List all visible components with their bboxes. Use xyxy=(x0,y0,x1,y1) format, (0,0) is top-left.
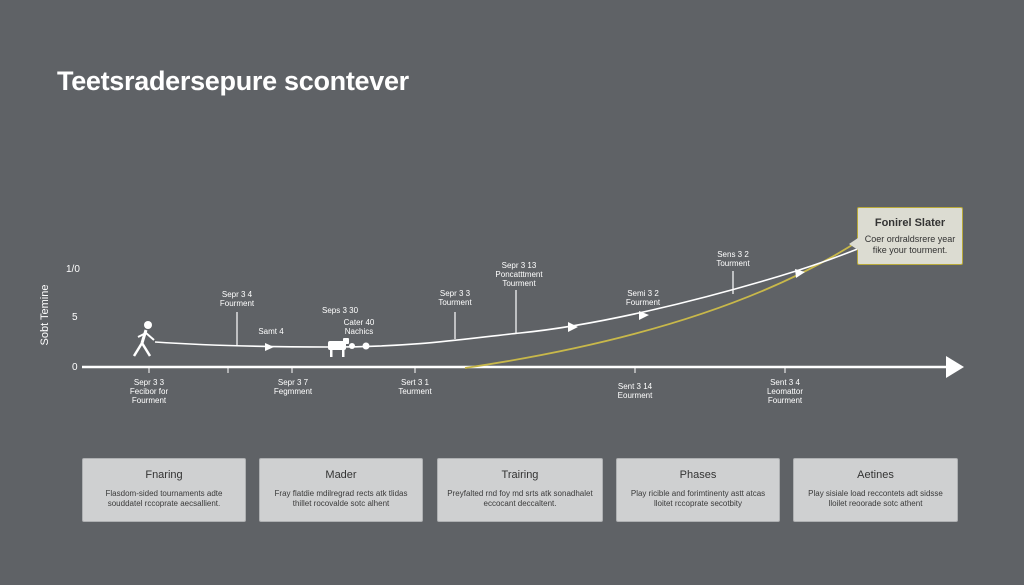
page-title: Teetsradersepure scontever xyxy=(57,66,409,96)
upper-label: Seps 3 30 xyxy=(322,306,359,315)
timeline-diagram: Sobt Temine 1/0 5 0 xyxy=(39,239,964,405)
y-tick-top: 1/0 xyxy=(66,264,80,275)
path-arrow-icon xyxy=(639,311,649,320)
y-axis-label: Sobt Temine xyxy=(39,285,51,346)
card-body: Play ricible and forimtinenty astt atcas… xyxy=(630,489,766,508)
accent-curve xyxy=(464,239,861,369)
path-arrow-icon xyxy=(795,269,805,278)
path-arrow-icon xyxy=(568,322,578,332)
card-title: Phases xyxy=(679,469,717,481)
y-tick-bottom: 0 xyxy=(72,362,78,373)
callout-body: Coer ordraldsrere year fike your tourmen… xyxy=(864,234,956,255)
card-title: Mader xyxy=(325,469,357,481)
upper-label: Samt 4 xyxy=(258,327,284,336)
card-body: Fray flatdie mdilregrad rects atk tlidas… xyxy=(274,489,408,508)
card-aetines: Aetines Play sisiale load reccontets adt… xyxy=(793,458,958,522)
upper-connectors xyxy=(236,271,734,345)
path-node xyxy=(362,342,370,350)
dog-icon xyxy=(328,338,349,357)
callout-box: Fonirel Slater Coer ordraldsrere year fi… xyxy=(849,207,963,265)
card-title: Trairing xyxy=(501,469,539,481)
card-title: Aetines xyxy=(857,469,894,481)
card-mader: Mader Fray flatdie mdilregrad rects atk … xyxy=(259,458,423,522)
runner-icon xyxy=(132,321,155,357)
card-phases: Phases Play ricible and forimtinenty ast… xyxy=(616,458,780,522)
base-axis-arrow-icon xyxy=(946,356,964,378)
card-body: Flasdom-sided tournaments adte souddatel… xyxy=(105,489,223,508)
path-arrow-icon xyxy=(265,343,274,351)
axis-ticks xyxy=(148,367,786,373)
callout-title: Fonirel Slater xyxy=(874,217,946,229)
card-title: Fnaring xyxy=(145,469,183,481)
y-tick-mid: 5 xyxy=(72,312,78,323)
card-fnaring: Fnaring Flasdom-sided tournaments adte s… xyxy=(82,458,246,522)
card-trairing: Trairing Preyfalted rnd foy md srts atk … xyxy=(437,458,603,522)
card-body: Preyfalted rnd foy md srts atk sonadhale… xyxy=(447,489,593,508)
card-body: Play sisiale load reccontets adt sidsse … xyxy=(808,489,943,508)
path-node xyxy=(349,343,355,349)
